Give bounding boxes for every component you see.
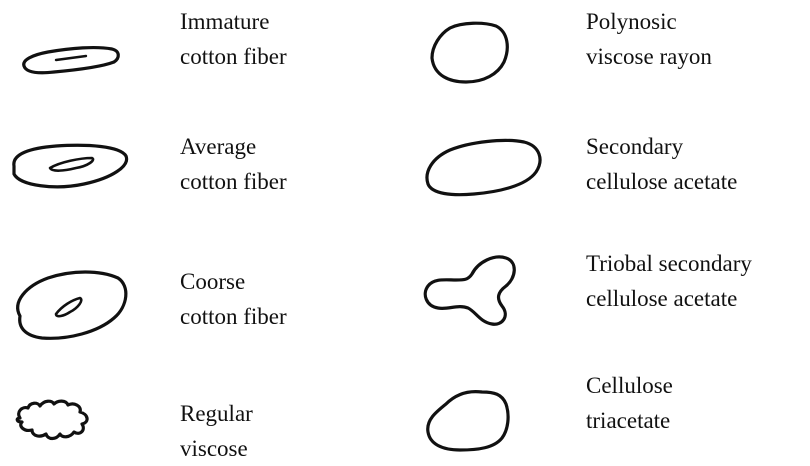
cellulose-triacetate-shape-icon [418, 380, 518, 460]
regular-viscose-shape-icon [10, 394, 100, 444]
label-line-2: cotton fiber [180, 164, 287, 199]
coorse-cotton-fiber-shape-icon [8, 266, 134, 346]
average-cotton-fiber-shape-icon [8, 138, 134, 196]
label-line-1: Regular [180, 396, 253, 431]
label-line-1: Immature [180, 4, 287, 39]
label-line-1: Cellulose [586, 368, 673, 403]
label-line-1: Average [180, 129, 287, 164]
label-line-2: triacetate [586, 403, 673, 438]
label-line-1: Coorse [180, 264, 287, 299]
polynosic-viscose-rayon-shape-icon [418, 18, 518, 90]
label-line-1: Triobal secondary [586, 246, 752, 281]
trilobal-secondary-cellulose-acetate-shape-icon [420, 250, 530, 330]
immature-cotton-fiber-shape-icon [16, 40, 126, 80]
coorse-cotton-fiber-label: Coorse cotton fiber [180, 264, 287, 334]
label-line-1: Polynosic [586, 4, 712, 39]
average-cotton-fiber-label: Average cotton fiber [180, 129, 287, 199]
label-line-2: viscose [180, 431, 253, 466]
secondary-cellulose-acetate-label: Secondary cellulose acetate [586, 129, 737, 199]
cellulose-triacetate-label: Cellulose triacetate [586, 368, 673, 438]
label-line-2: cotton fiber [180, 299, 287, 334]
trilobal-secondary-cellulose-acetate-label: Triobal secondary cellulose acetate [586, 246, 752, 316]
label-line-2: cellulose acetate [586, 164, 737, 199]
label-line-1: Secondary [586, 129, 737, 164]
label-line-2: cotton fiber [180, 39, 287, 74]
regular-viscose-label: Regular viscose [180, 396, 253, 466]
secondary-cellulose-acetate-shape-icon [420, 132, 548, 202]
polynosic-viscose-rayon-label: Polynosic viscose rayon [586, 4, 712, 74]
label-line-2: cellulose acetate [586, 281, 752, 316]
label-line-2: viscose rayon [586, 39, 712, 74]
immature-cotton-fiber-label: Immature cotton fiber [180, 4, 287, 74]
